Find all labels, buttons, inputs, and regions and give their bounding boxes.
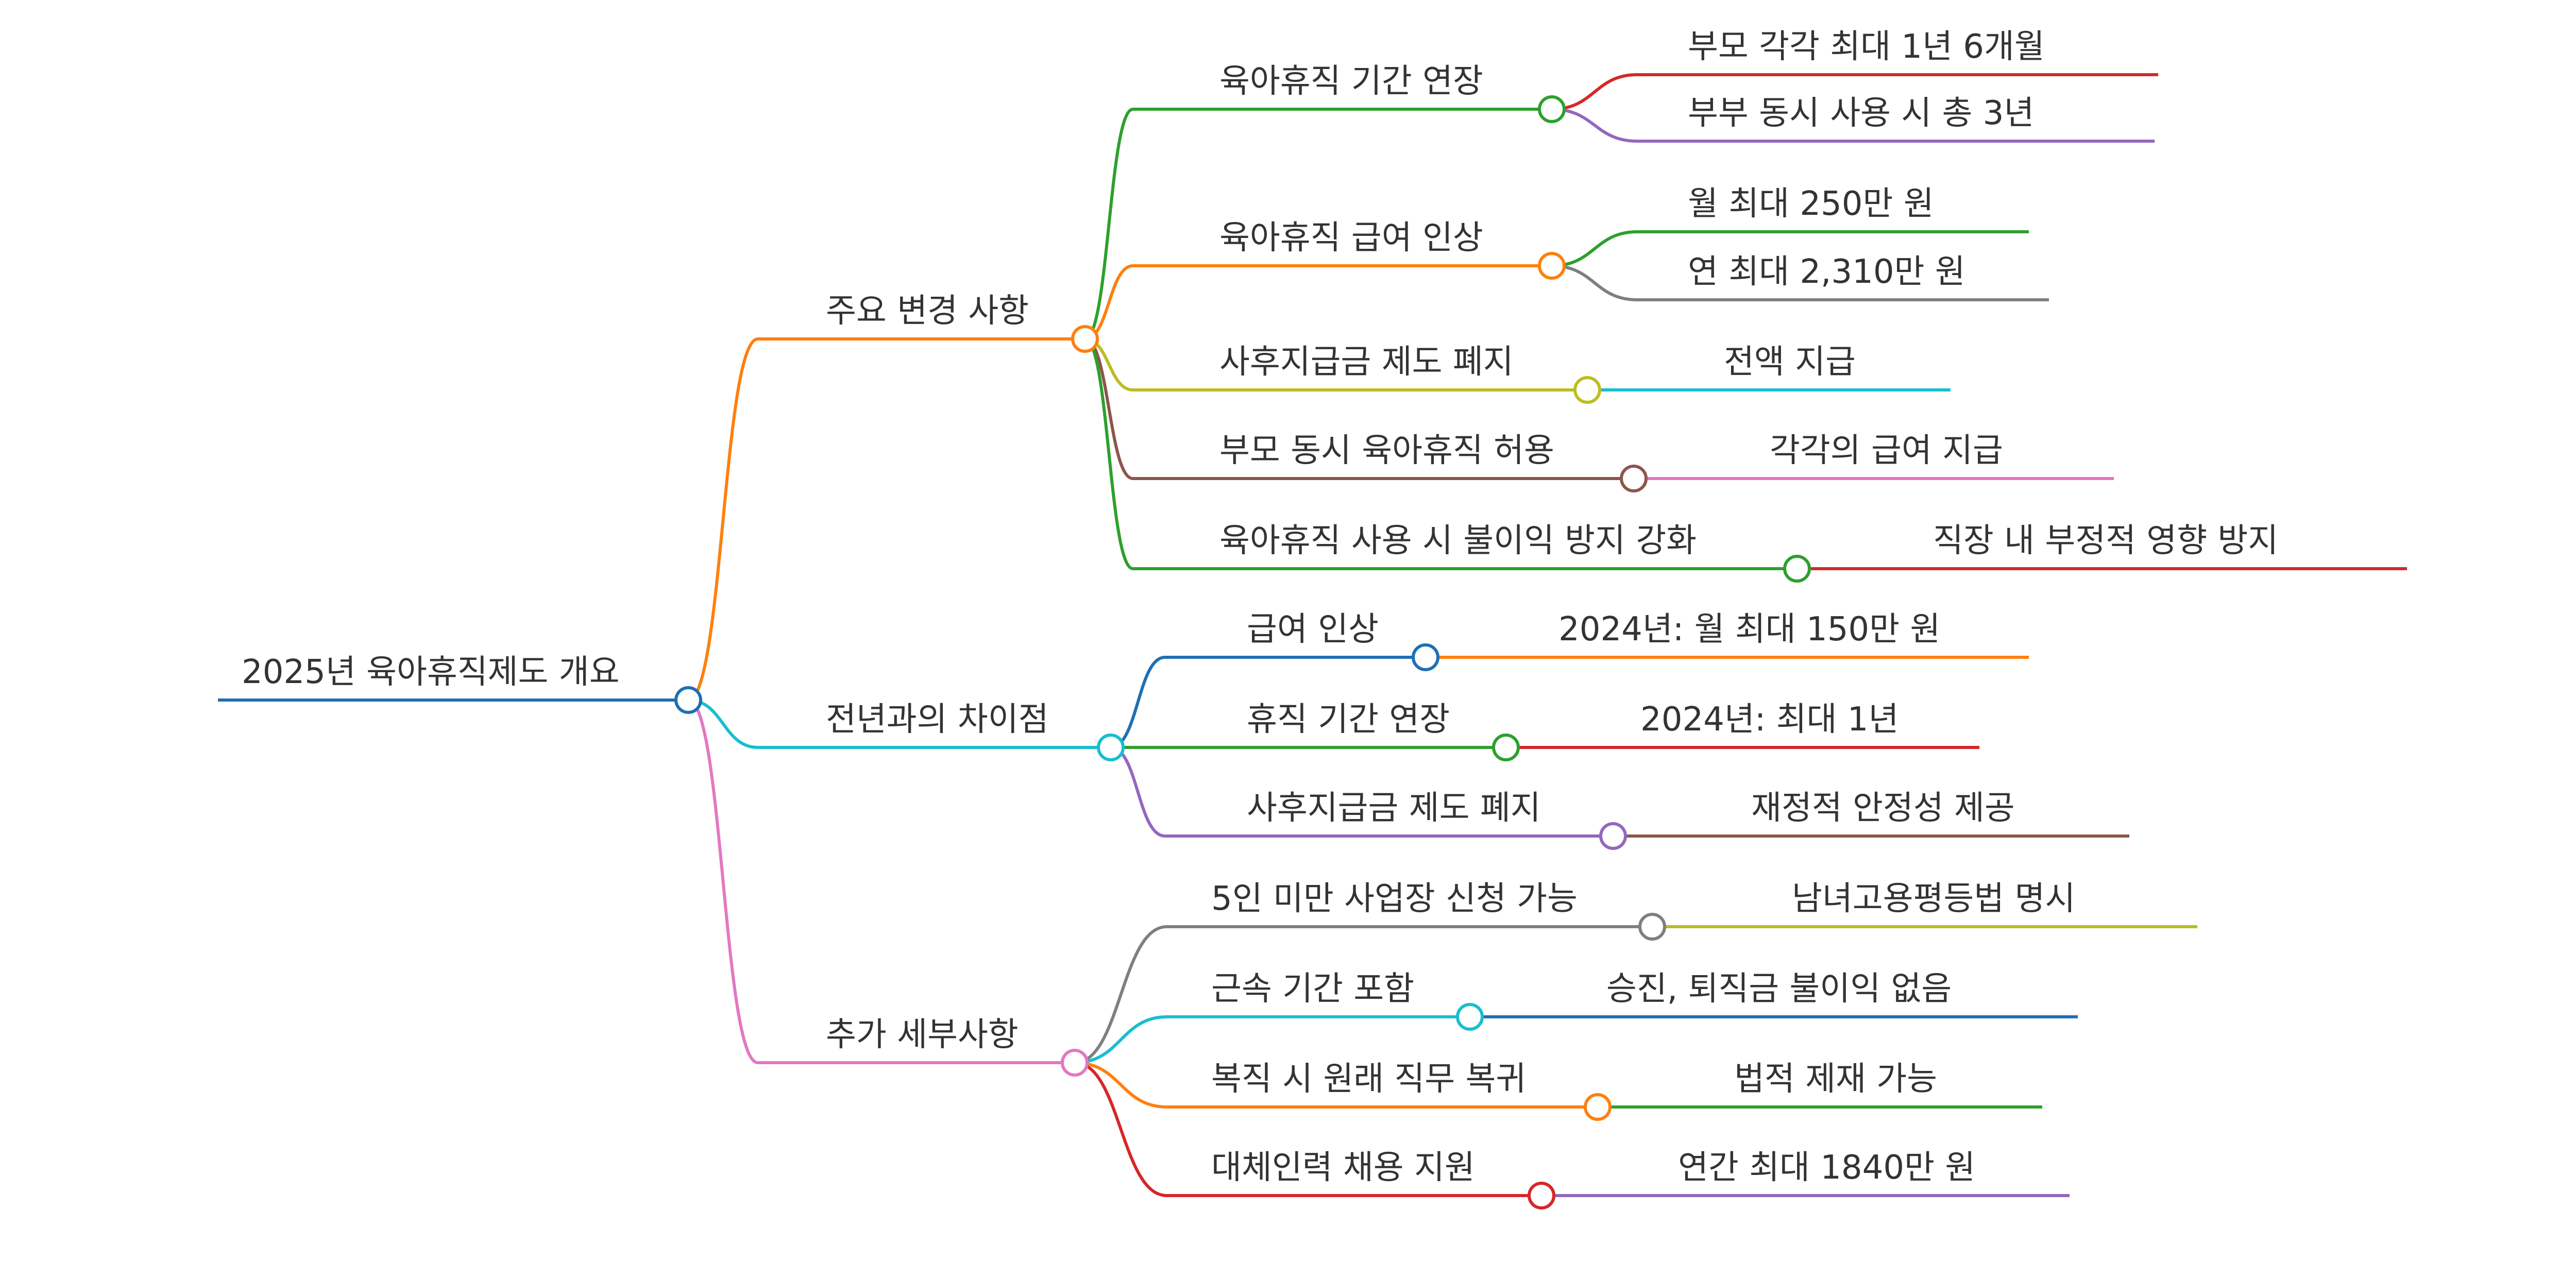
leaf-node-label-1-0-0: 2024년: 월 최대 150만 원: [1558, 610, 1940, 649]
topic-collapse-toggle-0-4[interactable]: [1783, 555, 1811, 583]
dots-layer: [674, 95, 1811, 1209]
topic-collapse-toggle-1-0[interactable]: [1412, 643, 1439, 671]
topic-node-label-0-4: 육아휴직 사용 시 불이익 방지 강화: [1219, 522, 1697, 560]
topic-node-label-0-3: 부모 동시 육아휴직 허용: [1219, 432, 1554, 470]
branch-node-label-1: 전년과의 차이점: [826, 701, 1049, 739]
edge-branch-2-to-topic-2: [1074, 1061, 1167, 1109]
edge-root-to-branch-2: [688, 698, 758, 1064]
leaf-node-label-1-1-0: 2024년: 최대 1년: [1640, 701, 1899, 739]
topic-collapse-toggle-0-0[interactable]: [1538, 95, 1566, 123]
topic-collapse-toggle-0-3[interactable]: [1620, 465, 1648, 492]
edge-branch-1-to-topic-2: [1110, 746, 1165, 838]
leaf-node-label-0-0-1: 부부 동시 사용 시 총 3년: [1688, 94, 2034, 132]
leaf-node-label-2-0-0: 남녀고용평등법 명시: [1792, 880, 2075, 918]
branch-node-label-2: 추가 세부사항: [826, 1016, 1019, 1054]
topic-node-label-0-0: 육아휴직 기간 연장: [1219, 62, 1483, 100]
topic-node-label-1-2: 사후지급금 제도 폐지: [1247, 789, 1541, 827]
leaf-node-label-0-0-0: 부모 각각 최대 1년 6개월: [1688, 28, 2045, 66]
topic-node-label-0-1: 육아휴직 급여 인상: [1219, 219, 1483, 257]
edge-topic-0-1-to-leaf-1: [1551, 264, 1638, 301]
leaf-node-label-2-3-0: 연간 최대 1840만 원: [1678, 1149, 1975, 1187]
topic-node-label-1-1: 휴직 기간 연장: [1247, 701, 1450, 739]
topic-node-label-2-2: 복직 시 원래 직무 복귀: [1211, 1060, 1526, 1098]
edge-branch-2-to-topic-0: [1074, 925, 1167, 1064]
edge-root-to-branch-0: [688, 337, 758, 702]
edge-topic-0-0-to-leaf-0: [1551, 73, 1638, 111]
topic-collapse-toggle-2-3[interactable]: [1528, 1182, 1555, 1209]
leaf-node-label-0-1-1: 연 최대 2,310만 원: [1688, 253, 1965, 291]
leaf-node-label-0-1-0: 월 최대 250만 원: [1688, 185, 1934, 223]
leaf-node-label-0-2-0: 전액 지급: [1724, 343, 1856, 381]
underlines-layer: [218, 73, 2407, 1197]
leaf-node-label-0-3-0: 각각의 급여 지급: [1770, 432, 2003, 470]
edge-branch-2-to-topic-3: [1074, 1061, 1167, 1197]
topic-collapse-toggle-2-2[interactable]: [1584, 1093, 1612, 1121]
edge-branch-1-to-topic-0: [1110, 656, 1165, 749]
root-collapse-toggle[interactable]: [674, 686, 702, 714]
leaf-node-label-1-2-0: 재정적 안정성 제공: [1751, 789, 2015, 827]
topic-collapse-toggle-2-0[interactable]: [1638, 913, 1666, 941]
topic-collapse-toggle-1-2[interactable]: [1599, 822, 1627, 850]
branch-node-label-0: 주요 변경 사항: [826, 292, 1029, 330]
root-node-label: 2025년 육아휴직제도 개요: [242, 653, 619, 691]
leaf-node-label-2-2-0: 법적 제재 가능: [1734, 1060, 1937, 1098]
topic-node-label-2-0: 5인 미만 사업장 신청 가능: [1211, 880, 1578, 918]
branch-collapse-toggle-1[interactable]: [1097, 734, 1125, 761]
branch-collapse-toggle-2[interactable]: [1061, 1049, 1089, 1077]
topic-node-label-2-1: 근속 기간 포함: [1211, 970, 1414, 1008]
leaf-node-label-0-4-0: 직장 내 부정적 영향 방지: [1933, 522, 2278, 560]
leaf-node-label-2-1-0: 승진, 퇴직금 불이익 없음: [1606, 970, 1952, 1008]
branch-collapse-toggle-0[interactable]: [1071, 325, 1099, 353]
edge-branch-0-to-topic-4: [1084, 337, 1134, 570]
edge-topic-0-0-to-leaf-1: [1551, 108, 1638, 143]
topic-collapse-toggle-0-2[interactable]: [1573, 376, 1601, 404]
topic-collapse-toggle-2-1[interactable]: [1456, 1003, 1484, 1031]
topic-collapse-toggle-1-1[interactable]: [1492, 734, 1520, 761]
topic-node-label-0-2: 사후지급금 제도 폐지: [1219, 343, 1514, 381]
topic-collapse-toggle-0-1[interactable]: [1538, 252, 1566, 280]
edge-topic-0-1-to-leaf-0: [1551, 230, 1638, 267]
edge-branch-0-to-topic-0: [1084, 108, 1134, 340]
edge-branch-2-to-topic-1: [1074, 1015, 1167, 1064]
topic-node-label-2-3: 대체인력 채용 지원: [1211, 1149, 1475, 1187]
topic-node-label-1-0: 급여 인상: [1247, 610, 1379, 649]
labels-layer: 2025년 육아휴직제도 개요 주요 변경 사항 육아휴직 기간 연장 부모 각각 최…: [242, 28, 2278, 1187]
